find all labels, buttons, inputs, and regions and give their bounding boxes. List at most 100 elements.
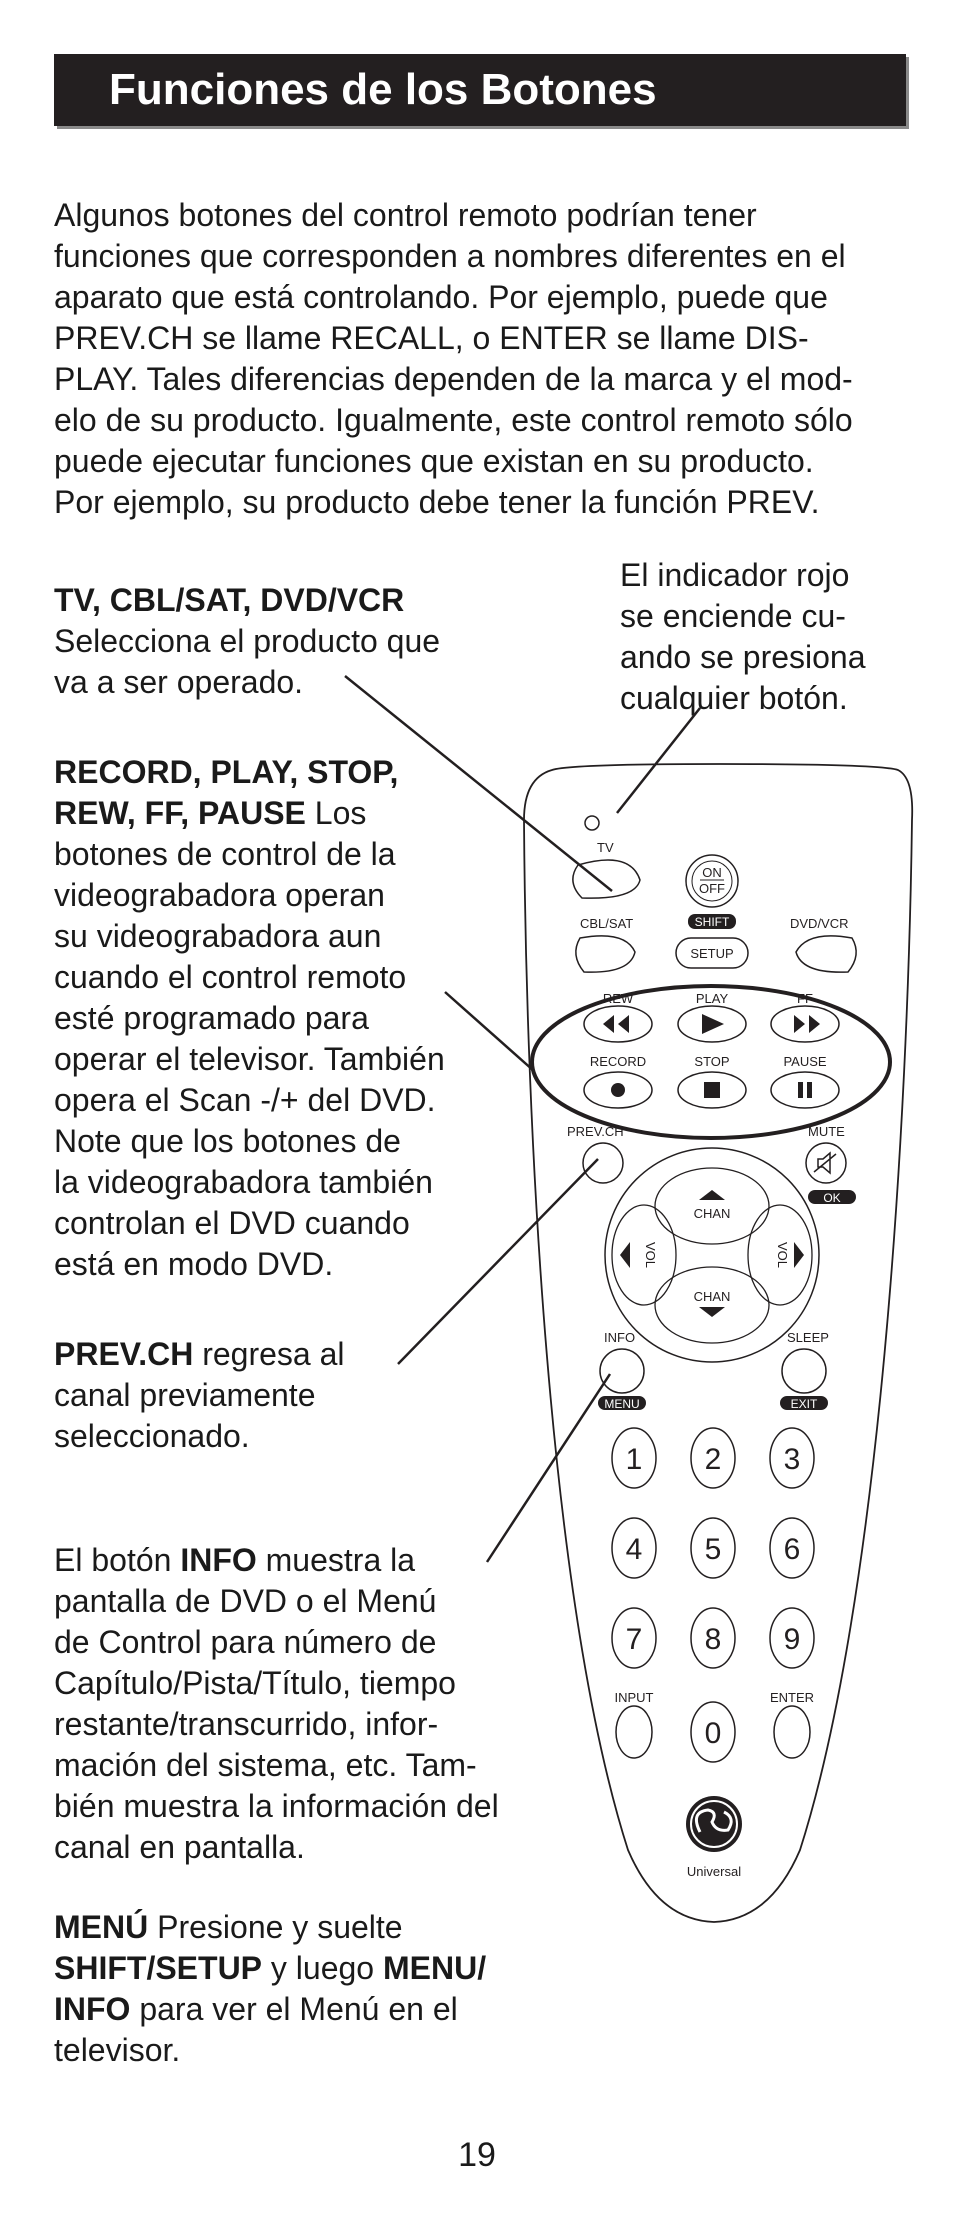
mute-icon [813,1151,837,1175]
on-label: ON [702,865,722,880]
record-label: RECORD [590,1054,646,1069]
setup-button[interactable] [675,937,749,969]
power-button[interactable] [685,854,739,908]
info-label: INFO [604,1330,635,1345]
prevch-description: PREV.CH regresa al canal previamente sel… [54,1336,345,1454]
chan-down-icon [699,1307,725,1317]
rew-label: REW [603,991,634,1006]
prev-ch-button[interactable] [582,1142,624,1184]
section-header: Funciones de los Botones [54,54,906,126]
shift-badge [688,914,736,929]
play-icon [702,1014,724,1034]
tv-label: TV [597,840,614,855]
ok-badge [808,1190,856,1204]
svg-text:7: 7 [626,1623,643,1656]
svg-text:3: 3 [784,1443,801,1476]
sleep-exit-button[interactable] [781,1348,827,1394]
intro-paragraph: Algunos botones del control remoto podrí… [54,195,906,523]
digit-4-button[interactable]: 4 [611,1517,657,1579]
chan-up-button[interactable] [654,1167,770,1245]
transport-buttons-description: RECORD, PLAY, STOP, REW, FF, PAUSE Los b… [54,754,445,1282]
record-icon [611,1083,625,1097]
digit-2-button[interactable]: 2 [690,1427,736,1489]
stop-button[interactable] [677,1071,747,1109]
cbl-sat-label: CBL/SAT [580,916,633,931]
tv-callout-line [344,675,613,892]
ff-label: FF [797,991,813,1006]
prev-ch-label: PREV.CH [567,1124,624,1139]
intro-line: Algunos botones del control remoto podrí… [54,197,757,233]
exit-label: EXIT [791,1397,818,1411]
shift-label: SHIFT [695,915,730,929]
transport-highlight-ellipse [530,984,892,1140]
dvd-vcr-button[interactable] [795,935,857,973]
exit-badge [780,1396,828,1410]
vol-up-button[interactable] [747,1204,813,1306]
intro-line: PLAY. Tales diferencias dependen de la m… [54,361,853,397]
universal-label: Universal [687,1864,741,1879]
vol-down-button[interactable] [611,1204,677,1306]
enter-button[interactable] [773,1705,811,1759]
dvd-vcr-label: DVD/VCR [790,916,849,931]
tv-button[interactable] [572,859,641,899]
info-callout-line [485,1373,612,1563]
mute-label: MUTE [808,1124,845,1139]
stop-label: STOP [694,1054,729,1069]
intro-line: Por ejemplo, su producto debe tener la f… [54,484,820,520]
digit-3-button[interactable]: 3 [769,1427,815,1489]
record-button[interactable] [583,1071,653,1109]
cbl-sat-button[interactable] [575,935,636,973]
ff-button[interactable] [770,1005,840,1043]
svg-text:5: 5 [705,1533,722,1566]
led-indicator-note: El indicador rojo se enciende cu- ando s… [620,557,866,716]
vol-right-label: VOL [775,1242,790,1268]
digit-1-button[interactable]: 1 [611,1427,657,1489]
intro-line: puede ejecutar funciones que existan en … [54,443,814,479]
input-button[interactable] [615,1705,653,1759]
intro-line: elo de su producto. Igualmente, este con… [54,402,853,438]
digit-6-button[interactable]: 6 [769,1517,815,1579]
pause-icon [798,1082,812,1098]
digit-5-button[interactable]: 5 [690,1517,736,1579]
red-led-indicator [584,815,600,831]
rew-button[interactable] [583,1005,653,1043]
pause-button[interactable] [770,1071,840,1109]
ge-logo-icon [686,1796,742,1852]
prevch-callout-line [397,1158,599,1365]
chan-down-label: CHAN [694,1289,731,1304]
led-callout-line [616,707,701,814]
ok-label: OK [823,1191,840,1205]
chan-up-label: CHAN [694,1206,731,1221]
stop-icon [704,1082,720,1098]
digit-7-button[interactable]: 7 [611,1607,657,1669]
mute-button[interactable] [805,1142,847,1184]
input-label: INPUT [615,1690,654,1705]
transport-callout-line [444,991,535,1072]
svg-text:0: 0 [705,1717,722,1750]
chan-up-icon [699,1190,725,1200]
digit-9-button[interactable]: 9 [769,1607,815,1669]
vol-left-label: VOL [643,1242,658,1268]
svg-text:4: 4 [626,1533,643,1566]
off-label: OFF [699,881,725,896]
power-button-ring [691,860,733,902]
play-button[interactable] [677,1005,747,1043]
svg-text:2: 2 [705,1443,722,1476]
info-description: El botón INFO muestra la pantalla de DVD… [54,1542,499,1865]
info-menu-button[interactable] [599,1348,645,1394]
setup-label: SETUP [690,946,733,961]
intro-line: funciones que corresponden a nombres dif… [54,238,846,274]
tv-cbl-dvd-description: TV, CBL/SAT, DVD/VCR Selecciona el produ… [54,582,441,700]
vol-down-icon [620,1242,630,1268]
chan-down-button[interactable] [654,1266,770,1344]
intro-line: aparato que está controlando. Por ejempl… [54,279,828,315]
digit-8-button[interactable]: 8 [690,1607,736,1669]
sleep-label: SLEEP [787,1330,829,1345]
play-label: PLAY [696,991,729,1006]
svg-text:6: 6 [784,1533,801,1566]
svg-text:1: 1 [626,1443,643,1476]
pause-label: PAUSE [783,1054,826,1069]
enter-label: ENTER [770,1690,814,1705]
digit-0-button[interactable]: 0 [690,1701,736,1763]
svg-text:9: 9 [784,1623,801,1656]
